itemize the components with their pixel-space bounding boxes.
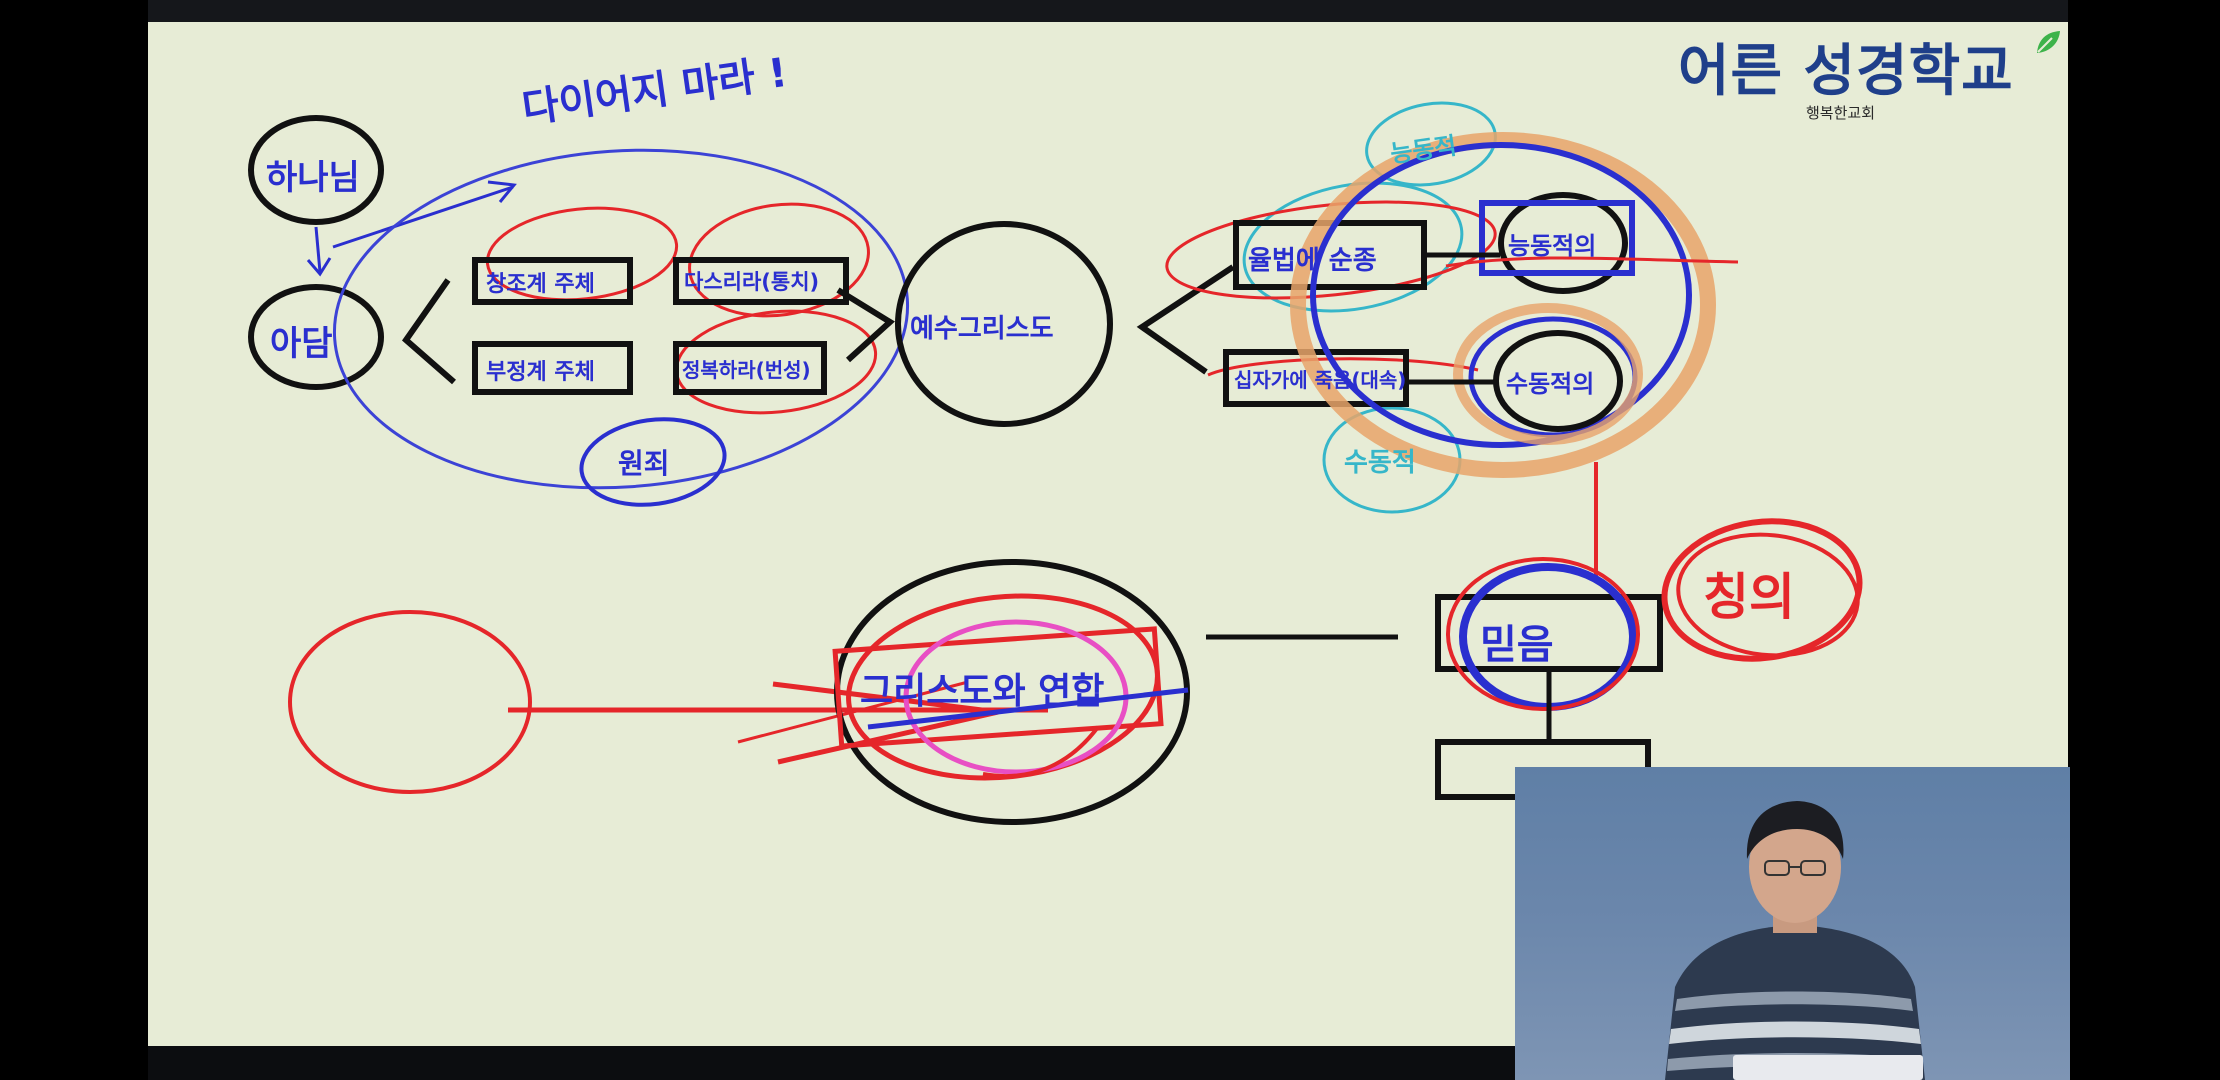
adam-circle	[248, 284, 384, 390]
adam-label: 아담	[270, 324, 333, 364]
box-4	[673, 341, 827, 395]
top-letterbox	[148, 0, 2068, 22]
active-righteousness-circle	[1498, 192, 1628, 294]
dominion-circle	[332, 148, 910, 490]
leaf-icon	[2037, 31, 2060, 53]
school-logo: 어른 성경학교 행복한교회	[1678, 22, 2060, 132]
righteousness-orange-ring	[1290, 132, 1716, 478]
box-1-label: 창조계 주체	[486, 272, 595, 297]
cross-death-box	[1223, 349, 1409, 407]
law-obey-label: 율법에 순종	[1248, 246, 1377, 276]
faith-label: 믿음	[1480, 622, 1554, 668]
union-label: 그리스도와 연합	[860, 671, 1105, 712]
passive-label: 수동적	[1344, 448, 1416, 478]
box-2-label: 다스리라(통치)	[684, 270, 820, 294]
hananim-circle	[248, 115, 384, 225]
laptop-icon	[1733, 1055, 1923, 1080]
original-sin-circle	[579, 417, 727, 507]
diag-arrow	[332, 185, 514, 249]
passive-righteousness-label: 수동적의	[1506, 370, 1595, 398]
hananim-label: 하나님	[266, 158, 360, 198]
presenter-figure	[1665, 801, 1925, 1080]
jesus-label: 예수그리스도	[910, 314, 1054, 344]
jesus-circle	[895, 221, 1113, 427]
cross-death-label: 십자가에 죽음(대속)	[1234, 368, 1407, 392]
logo-title: 어른 성경학교	[1678, 39, 2014, 104]
box-1	[472, 257, 633, 305]
box-3-label: 부정계 주체	[486, 360, 595, 385]
box-4-label: 정복하라(번성)	[682, 358, 811, 382]
whiteboard-canvas: 하나님 아담 다이어지 마라 ! 창조계 주체 다스리라(통치) 부정계 주체 …	[148, 22, 2068, 1046]
justification-label: 칭의	[1703, 568, 1795, 626]
logo-subtitle: 행복한교회	[1806, 104, 1876, 122]
faith-box	[1435, 594, 1663, 672]
adam-bracket	[401, 278, 456, 385]
down-arrow	[314, 226, 322, 273]
lecturer-webcam[interactable]	[1515, 767, 2070, 1080]
box-3	[472, 341, 633, 395]
box-2	[673, 257, 849, 305]
original-sin-label: 원죄	[618, 447, 670, 480]
active-righteousness-label: 능동적의	[1508, 232, 1597, 260]
left-red-circle	[288, 610, 532, 794]
board-drawing	[248, 101, 1863, 825]
